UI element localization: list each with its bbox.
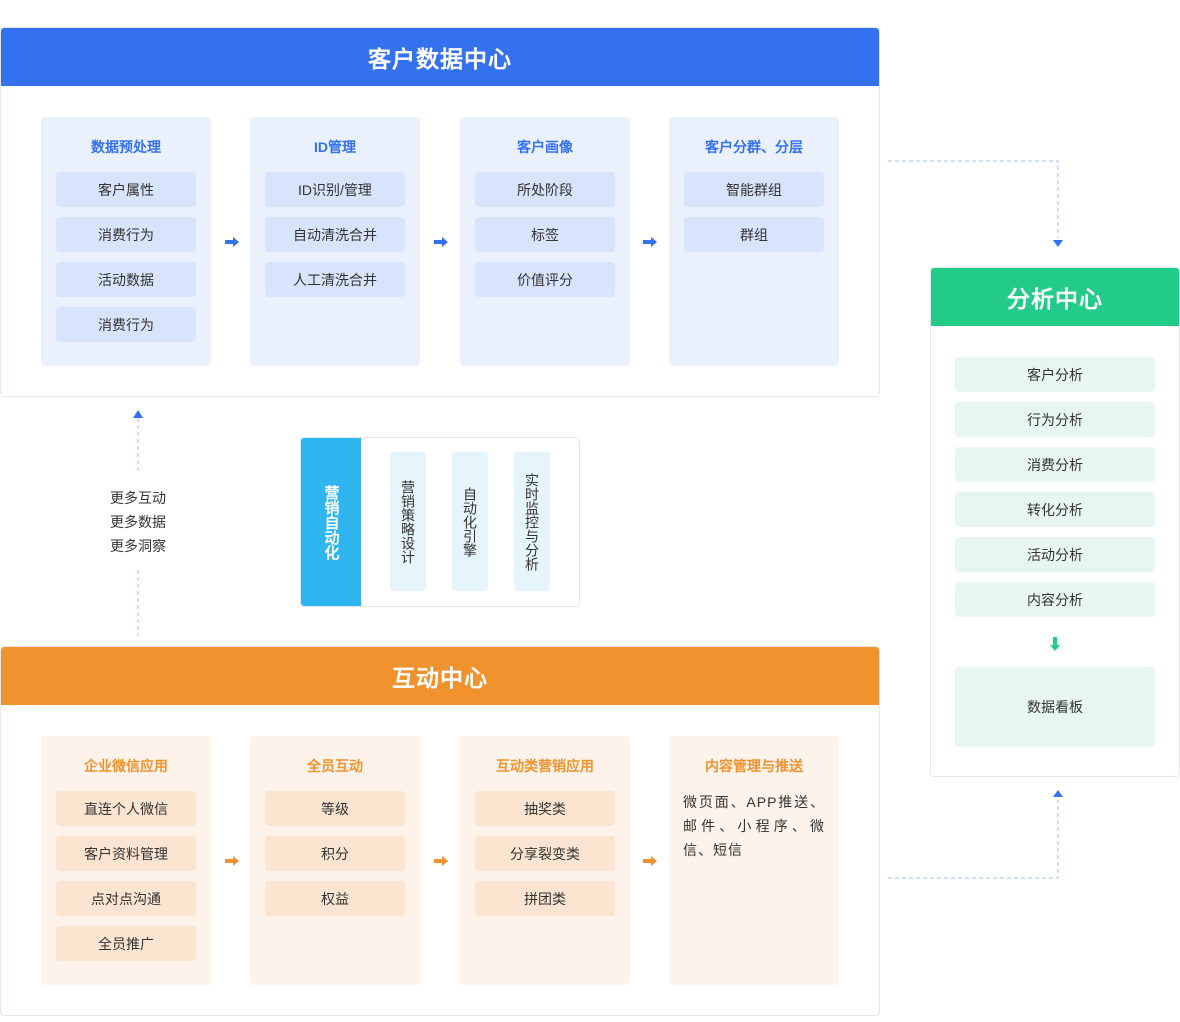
list-item: ID识别/管理 [265,172,405,207]
column-wecom-apps: 企业微信应用 直连个人微信 客户资料管理 点对点沟通 全员推广 [41,736,211,985]
column-interactive-marketing: 互动类营销应用 抽奖类 分享裂变类 拼团类 [460,736,630,985]
feedback-line: 更多数据 [110,514,166,530]
marketing-automation-title: 营销自动化 [301,438,361,606]
list-item: 所处阶段 [475,172,615,207]
arrow-right-icon [225,856,239,866]
list-item: 客户资料管理 [56,836,196,871]
interaction-center-title: 互动中心 [1,647,879,705]
data-dashboard: 数据看板 [955,667,1155,747]
list-item: 活动数据 [56,262,196,297]
analysis-item: 内容分析 [955,582,1155,617]
column-title: 数据预处理 [91,139,161,155]
marketing-automation-box: 营销自动化 营销策略设计 自动化引擎 实时监控与分析 [300,437,580,607]
list-item: 全员推广 [56,926,196,961]
column-customer-segmentation: 客户分群、分层 智能群组 群组 [669,117,839,366]
arrow-down-icon [1050,637,1060,651]
arrow-right-icon [643,856,657,866]
marketing-automation-item: 实时监控与分析 [514,452,550,591]
column-data-preprocessing: 数据预处理 客户属性 消费行为 活动数据 消费行为 [41,117,211,366]
list-item: 人工清洗合并 [265,262,405,297]
column-customer-profile: 客户画像 所处阶段 标签 价值评分 [460,117,630,366]
feedback-line: 更多互动 [110,490,166,506]
arrow-right-icon [434,856,448,866]
list-item: 等级 [265,791,405,826]
list-item: 积分 [265,836,405,871]
column-id-management: ID管理 ID识别/管理 自动清洗合并 人工清洗合并 [250,117,420,366]
list-item: 自动清洗合并 [265,217,405,252]
analysis-item: 转化分析 [955,492,1155,527]
column-all-staff-interaction: 全员互动 等级 积分 权益 [250,736,420,985]
list-item: 价值评分 [475,262,615,297]
content-channels-text: 微页面、APP推送、邮件、小程序、微信、短信 [683,794,825,858]
marketing-automation-item: 营销策略设计 [390,452,426,591]
feedback-text: 更多互动 更多数据 更多洞察 [88,486,188,558]
list-item: 分享裂变类 [475,836,615,871]
analysis-item: 活动分析 [955,537,1155,572]
column-title: 内容管理与推送 [705,758,803,774]
list-item: 消费行为 [56,307,196,342]
arrow-down-icon [1053,240,1063,247]
list-item: 群组 [684,217,824,252]
customer-data-center: 客户数据中心 数据预处理 客户属性 消费行为 活动数据 消费行为 ID管理 ID… [0,27,880,397]
arrow-right-icon [434,237,448,247]
column-title: 客户画像 [517,139,573,155]
list-item: 智能群组 [684,172,824,207]
arrow-up-icon [1053,790,1063,797]
list-item: 标签 [475,217,615,252]
arrow-up-icon [133,410,143,418]
list-item: 权益 [265,881,405,916]
list-item: 消费行为 [56,217,196,252]
column-content-management: 内容管理与推送 微页面、APP推送、邮件、小程序、微信、短信 [669,736,839,985]
analysis-item: 消费分析 [955,447,1155,482]
analysis-center-title: 分析中心 [931,268,1179,326]
list-item: 点对点沟通 [56,881,196,916]
arrow-right-icon [643,237,657,247]
list-item: 客户属性 [56,172,196,207]
column-title: ID管理 [314,139,356,155]
interaction-center: 互动中心 企业微信应用 直连个人微信 客户资料管理 点对点沟通 全员推广 全员互… [0,646,880,1016]
marketing-automation-item: 自动化引擎 [452,452,488,591]
feedback-line: 更多洞察 [110,538,166,554]
list-item: 抽奖类 [475,791,615,826]
list-item: 直连个人微信 [56,791,196,826]
column-title: 互动类营销应用 [496,758,594,774]
arrow-right-icon [225,237,239,247]
column-title: 企业微信应用 [84,758,168,774]
column-title: 客户分群、分层 [705,139,803,155]
list-item: 拼团类 [475,881,615,916]
customer-data-center-title: 客户数据中心 [1,28,879,86]
analysis-center: 分析中心 客户分析 行为分析 消费分析 转化分析 活动分析 内容分析 数据看板 [930,267,1180,777]
column-title: 全员互动 [307,758,363,774]
analysis-item: 客户分析 [955,357,1155,392]
analysis-item: 行为分析 [955,402,1155,437]
